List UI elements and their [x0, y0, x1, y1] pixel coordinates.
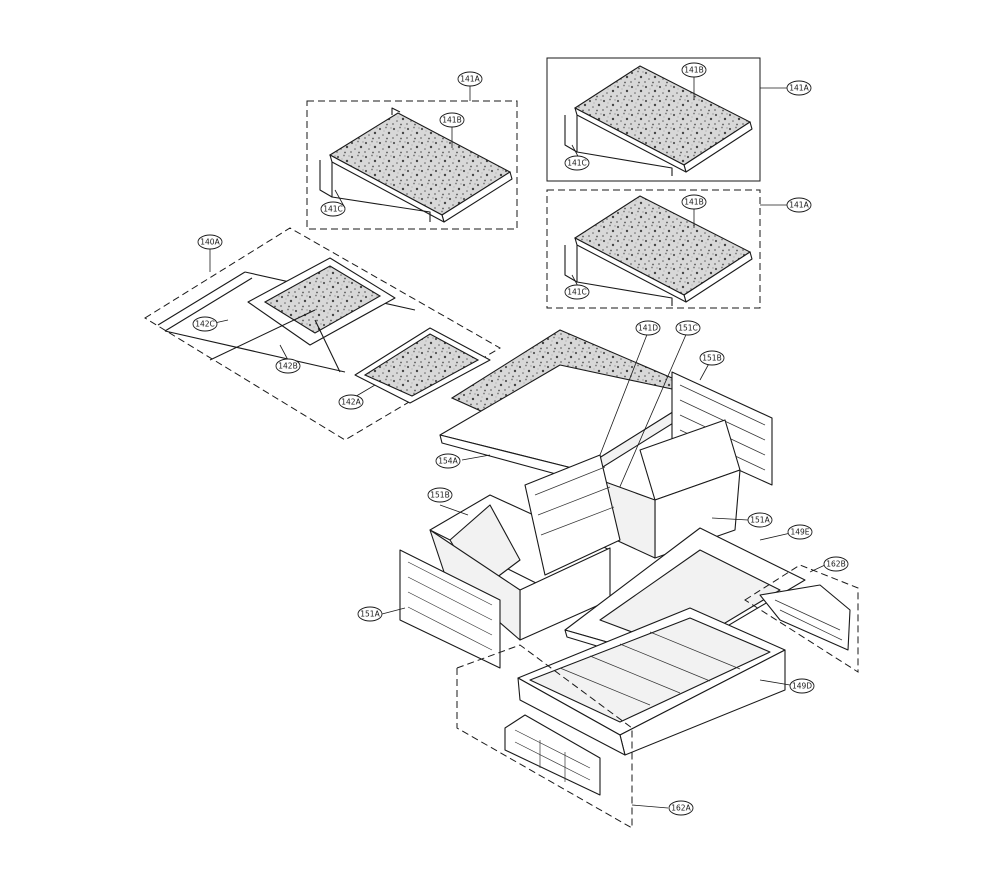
tray-149D-side	[517, 677, 626, 756]
shelf-rail-r2	[576, 281, 673, 306]
group-box-162A	[456, 644, 633, 829]
callout-154A: 154A	[435, 453, 461, 469]
callout-141C-top: 141C	[320, 201, 346, 217]
callout-142A: 142A	[338, 394, 364, 410]
door-tray-162B	[759, 584, 851, 651]
shelf-group-right-1	[546, 57, 787, 182]
shelf-group-left	[144, 227, 501, 441]
svg-text:141A: 141A	[460, 75, 480, 84]
divider-panel	[524, 454, 621, 576]
svg-text:141B: 141B	[684, 198, 703, 207]
callout-141A-r2: 141A	[786, 197, 812, 213]
svg-text:142A: 142A	[341, 398, 361, 407]
support-bar-1	[209, 309, 316, 361]
callout-140A: 140A	[197, 234, 223, 250]
svg-text:151B: 151B	[702, 354, 721, 363]
shelf-side-edge-r2	[574, 237, 687, 303]
tray-group-162A	[456, 644, 669, 829]
leader-151B-l	[439, 504, 469, 516]
leader-151C	[611, 329, 689, 506]
side-panel-left	[399, 549, 501, 669]
group-box-162B	[744, 564, 859, 673]
svg-text:142C: 142C	[195, 320, 215, 329]
svg-text:141B: 141B	[684, 66, 703, 75]
callout-142B: 142B	[275, 358, 301, 374]
shelf-side-edge	[329, 154, 445, 223]
leader-162B	[809, 564, 826, 573]
shelf-group-top-center	[306, 86, 518, 230]
svg-text:151B: 151B	[430, 491, 449, 500]
shelf-group-right-2	[546, 189, 787, 309]
svg-text:142B: 142B	[278, 362, 297, 371]
group-box-right-1	[546, 57, 761, 182]
callout-149D: 149D	[789, 678, 815, 694]
svg-text:141C: 141C	[323, 205, 343, 214]
shelf-rail-r1	[576, 151, 673, 176]
callout-151A-left: 151A	[357, 606, 383, 622]
svg-text:162B: 162B	[826, 560, 845, 569]
svg-text:151A: 151A	[750, 516, 770, 525]
callout-141C-r1: 141C	[564, 155, 590, 171]
leader-149D	[759, 679, 791, 686]
glass-shelf-right-1	[573, 65, 752, 166]
shelf-rail	[331, 196, 431, 222]
support-bar-2	[314, 319, 341, 373]
small-shelf-glass	[363, 333, 480, 397]
tray-149D-inner	[529, 617, 771, 723]
callout-141D: 141D	[635, 320, 661, 336]
rail-left	[157, 271, 246, 326]
leader-154A	[461, 454, 491, 461]
callout-141B-r2: 141B	[681, 194, 707, 210]
shelf-bracket-r1	[564, 115, 578, 153]
svg-text:151A: 151A	[360, 610, 380, 619]
callout-162A: 162A	[668, 800, 694, 816]
callout-151B-left: 151B	[427, 487, 453, 503]
svg-text:162A: 162A	[671, 804, 691, 813]
svg-text:141D: 141D	[638, 324, 658, 333]
crisper-assembly	[381, 329, 806, 756]
door-tray-162A	[504, 714, 601, 796]
callout-151C: 151C	[675, 320, 701, 336]
svg-text:141B: 141B	[442, 116, 461, 125]
callout-162B: 162B	[823, 556, 849, 572]
shelf-side-edge-r1	[574, 107, 687, 173]
leader-151A-c	[711, 517, 749, 521]
svg-text:141A: 141A	[789, 201, 809, 210]
svg-text:149D: 149D	[792, 682, 812, 691]
leader-162A	[631, 804, 669, 809]
leader-142B	[279, 344, 289, 361]
rail-front	[164, 330, 346, 373]
svg-text:151C: 151C	[678, 324, 698, 333]
shelf-bracket-back	[391, 107, 401, 115]
leader-151A-l	[381, 607, 406, 615]
shelf-bracket-r2	[564, 245, 578, 283]
callout-141B-r1: 141B	[681, 62, 707, 78]
callout-141C-r2: 141C	[564, 284, 590, 300]
group-box-top-center	[306, 100, 518, 230]
callout-142C: 142C	[192, 316, 218, 332]
folding-shelf-glass	[263, 265, 382, 334]
callout-141A-r1: 141A	[786, 80, 812, 96]
callout-149E: 149E	[787, 524, 813, 540]
leader-141D	[599, 331, 649, 456]
callout-141A-top: 141A	[457, 71, 483, 87]
shelf-bracket-left	[319, 160, 333, 198]
tray-group-162B	[744, 564, 859, 673]
callout-151B-right: 151B	[699, 350, 725, 366]
svg-text:141C: 141C	[567, 159, 587, 168]
svg-text:149E: 149E	[790, 528, 809, 537]
callout-141B-top: 141B	[439, 112, 465, 128]
svg-text:154A: 154A	[438, 457, 458, 466]
glass-shelf-top-center	[328, 112, 512, 216]
group-box-left	[144, 227, 501, 441]
glass-shelf-right-2	[573, 195, 752, 296]
svg-text:140A: 140A	[200, 238, 220, 247]
svg-text:141A: 141A	[789, 84, 809, 93]
svg-text:141C: 141C	[567, 288, 587, 297]
rail-left-inner	[164, 277, 253, 332]
callout-151A-center: 151A	[747, 512, 773, 528]
